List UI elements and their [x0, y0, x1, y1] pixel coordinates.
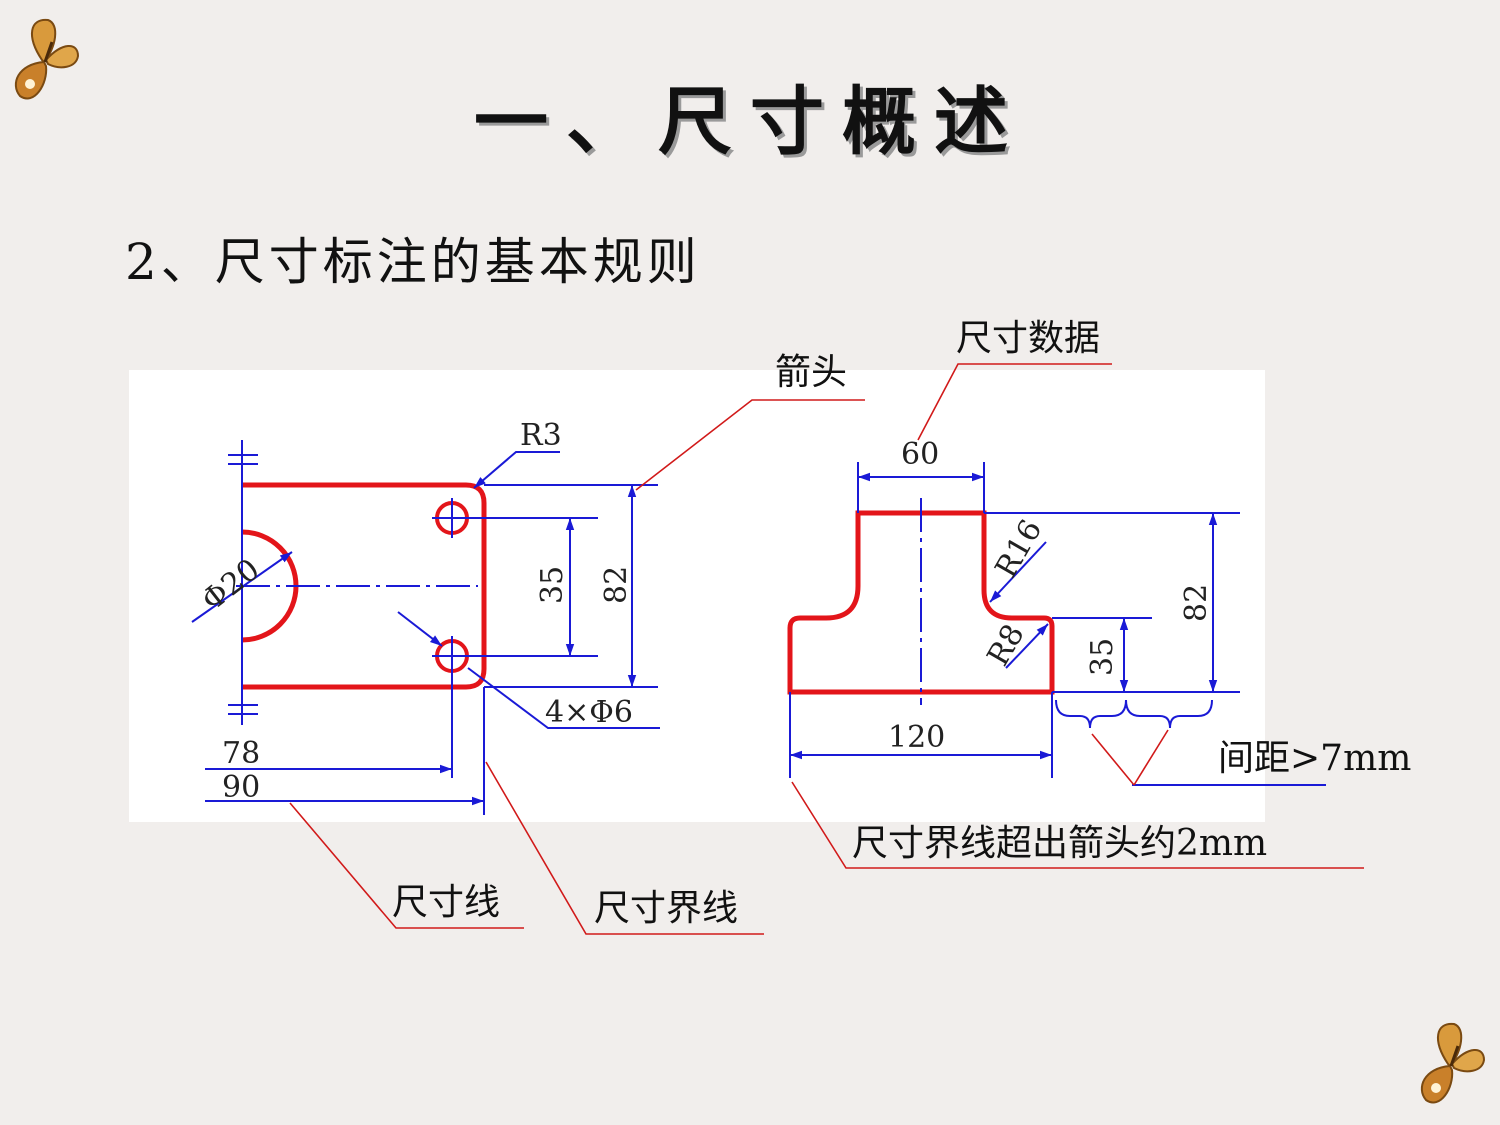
callout-spacing: 间距>7mm [1218, 738, 1411, 779]
label-90: 90 [222, 770, 260, 805]
slide-subtitle: 2、尺寸标注的基本规则 [125, 233, 701, 291]
butterfly-icon [14, 18, 80, 100]
callout-arrow: 箭头 [775, 352, 847, 393]
slide-title: 一、尺寸概述 [474, 79, 1026, 165]
part1-outline [242, 482, 487, 690]
label-82: 82 [599, 566, 634, 604]
drawing-panel [129, 370, 1265, 822]
callout-dimension-line: 尺寸线 [392, 882, 500, 923]
callout-dimension-data: 尺寸数据 [956, 318, 1100, 359]
label-35: 35 [535, 566, 570, 604]
callout-leaders [289, 363, 1364, 935]
label-120: 120 [888, 720, 945, 755]
label-78: 78 [222, 736, 260, 771]
label-60: 60 [901, 437, 939, 472]
label-holes: 4×Φ6 [545, 695, 633, 730]
butterfly-icon [1420, 1022, 1486, 1104]
label-35b: 35 [1085, 638, 1120, 676]
label-r3: R3 [520, 418, 562, 453]
callout-extension-overshoot: 尺寸界线超出箭头约2mm [852, 823, 1267, 864]
callout-extension-line: 尺寸界线 [594, 888, 738, 929]
label-82b: 82 [1179, 584, 1214, 622]
